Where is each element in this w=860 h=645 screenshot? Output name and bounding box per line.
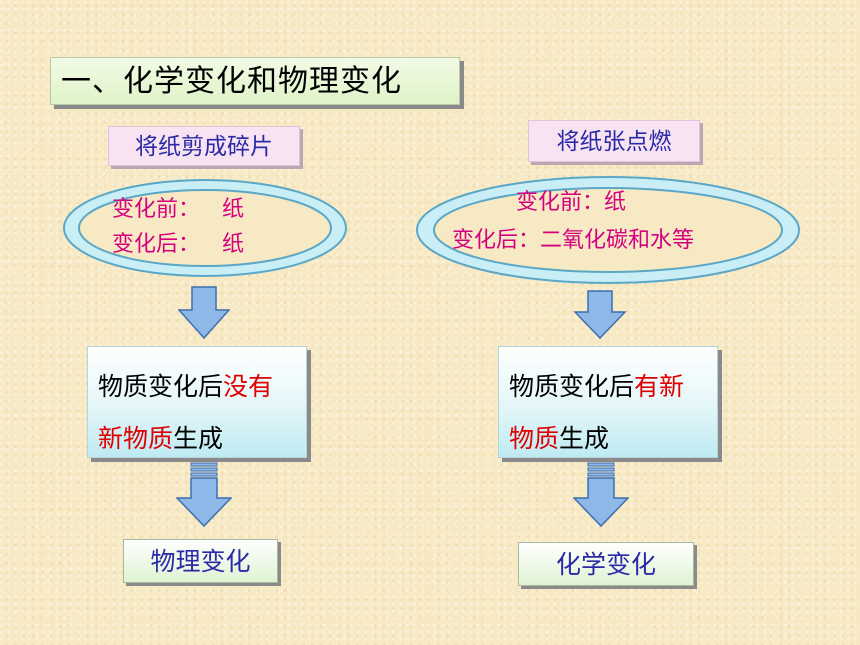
right-action-label: 将纸张点燃 bbox=[528, 120, 700, 162]
left-after-label: 变化后： bbox=[112, 232, 201, 257]
right-result-box: 物质变化后有新 物质生成 bbox=[498, 346, 718, 458]
left-result-suffix: 生成 bbox=[173, 424, 224, 453]
left-before-row: 变化前： 纸 bbox=[112, 193, 244, 227]
right-after-text: 变化后：二氧化碳和水等 bbox=[452, 228, 695, 253]
left-down-arrow-1 bbox=[178, 286, 230, 340]
right-conclusion-box: 化学变化 bbox=[518, 542, 694, 586]
page-title: 一、化学变化和物理变化 bbox=[50, 57, 460, 105]
left-after-row: 变化后： 纸 bbox=[112, 228, 244, 262]
left-result-box: 物质变化后没有 新物质生成 bbox=[87, 346, 307, 458]
left-conclusion-box: 物理变化 bbox=[123, 539, 278, 583]
left-result-highlight-2: 新物质 bbox=[98, 424, 174, 453]
left-oval bbox=[63, 179, 347, 277]
right-result-prefix: 物质变化后 bbox=[509, 372, 635, 401]
right-result-suffix: 生成 bbox=[559, 424, 610, 453]
left-result-highlight-1: 没有 bbox=[223, 372, 274, 401]
right-result-highlight-2: 物质 bbox=[509, 424, 560, 453]
left-action-label: 将纸剪成碎片 bbox=[108, 126, 300, 166]
left-result-prefix: 物质变化后 bbox=[98, 372, 224, 401]
right-before-text: 变化前：纸 bbox=[516, 190, 627, 215]
left-down-arrow-2 bbox=[176, 462, 232, 528]
left-before-label: 变化前： bbox=[112, 197, 201, 222]
right-oval bbox=[416, 176, 800, 284]
right-down-arrow-1 bbox=[574, 290, 626, 340]
right-down-arrow-2 bbox=[573, 462, 629, 528]
right-result-highlight-1: 有新 bbox=[634, 372, 685, 401]
left-before-value: 纸 bbox=[222, 197, 245, 222]
left-after-value: 纸 bbox=[222, 232, 245, 257]
